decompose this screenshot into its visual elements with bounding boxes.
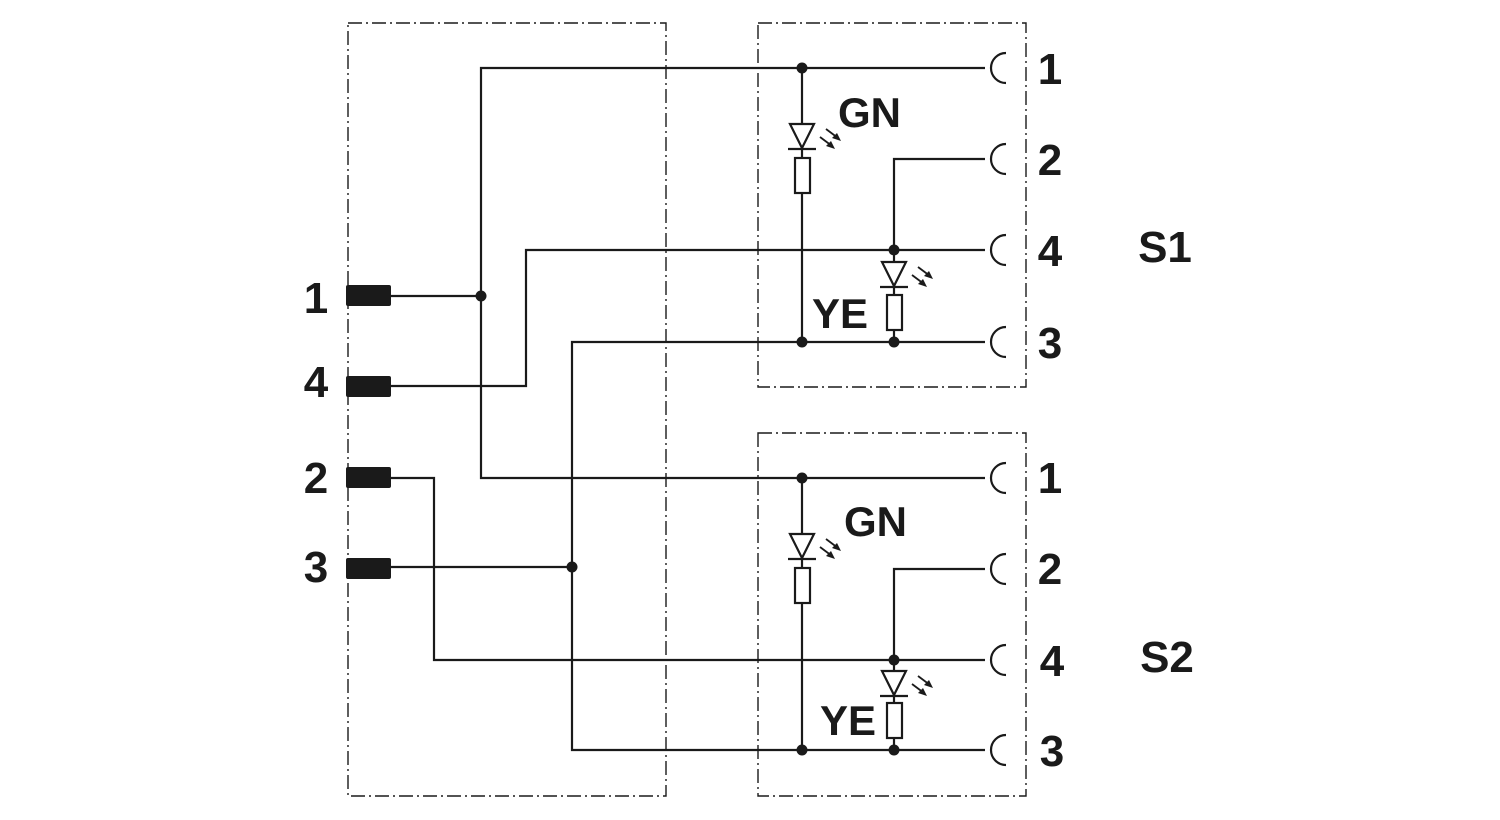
s1-pin-label-1: 1: [1038, 45, 1062, 94]
plug-pin-label-1: 1: [304, 274, 328, 323]
s1-green-resistor-icon: [793, 156, 812, 195]
wire-pin3-to-s1: [570, 340, 985, 567]
plug-pin-label-4: 4: [304, 358, 329, 407]
s2-yellow-resistor-icon: [885, 701, 904, 740]
s2-yellow-led-icon: [880, 669, 933, 698]
s2-junction-ye-bottom: [888, 744, 900, 756]
plug-contact-1: [346, 285, 391, 306]
junction-pin3: [566, 561, 578, 573]
s1-socket-3-icon: [989, 325, 1007, 359]
s2-internals: GN YE 1 2 4 3 S2: [788, 454, 1194, 776]
s1-junction-top: [796, 62, 808, 74]
s1-green-led-label: GN: [838, 89, 901, 136]
plug-contact-2: [346, 467, 391, 488]
s1-internals: GN YE 1 2 4 3 S1: [788, 45, 1192, 368]
plug-contact-4: [346, 376, 391, 397]
s2-housing-frame: [757, 432, 1027, 797]
s1-pin-label-3: 3: [1038, 319, 1062, 368]
s2-yellow-led-label: YE: [820, 697, 876, 744]
s2-junction-ye-top: [888, 654, 900, 666]
s1-green-led-icon: [788, 122, 841, 151]
s2-green-led-icon: [788, 532, 841, 561]
s1-name-label: S1: [1138, 223, 1192, 272]
s2-socket-2-icon: [989, 552, 1007, 586]
wire-pin1-to-s1: [479, 66, 985, 296]
plug-contact-3: [346, 558, 391, 579]
s2-socket-1-icon: [989, 461, 1007, 495]
wire-pin2-to-s2: [391, 476, 985, 662]
s2-socket-3-icon: [989, 733, 1007, 767]
plug-pin-label-3: 3: [304, 543, 328, 592]
s2-socket-4-icon: [989, 643, 1007, 677]
s2-green-led-label: GN: [844, 498, 907, 545]
plug-pin-label-2: 2: [304, 454, 328, 503]
wire-pin1-to-s2: [479, 296, 985, 480]
s1-housing-frame: [757, 22, 1027, 388]
s1-pin-label-2: 2: [1038, 136, 1062, 185]
s2-green-resistor-icon: [793, 566, 812, 605]
s2-pin-label-1: 1: [1038, 454, 1062, 503]
s2-pin-label-3: 3: [1040, 727, 1064, 776]
s1-yellow-led-icon: [880, 260, 933, 289]
s1-socket-4-icon: [989, 233, 1007, 267]
s1-junction-ye-top: [888, 244, 900, 256]
s1-yellow-resistor-icon: [885, 293, 904, 332]
s2-name-label: S2: [1140, 633, 1194, 682]
s1-socket-2-icon: [989, 142, 1007, 176]
s2-junction-top: [796, 472, 808, 484]
s1-socket-1-icon: [989, 51, 1007, 85]
s2-pin-label-4: 4: [1040, 637, 1065, 686]
junction-pin1: [475, 290, 487, 302]
s1-pin-label-4: 4: [1038, 227, 1063, 276]
s1-junction-gn-bottom: [796, 336, 808, 348]
plug-housing-frame: [347, 22, 667, 797]
wire-pin3-to-s2: [570, 567, 985, 752]
s1-junction-ye-bottom: [888, 336, 900, 348]
s2-pin-label-2: 2: [1038, 545, 1062, 594]
s2-junction-gn-bottom: [796, 744, 808, 756]
s1-yellow-led-label: YE: [812, 290, 868, 337]
wire-pin4-to-s1: [391, 248, 985, 388]
